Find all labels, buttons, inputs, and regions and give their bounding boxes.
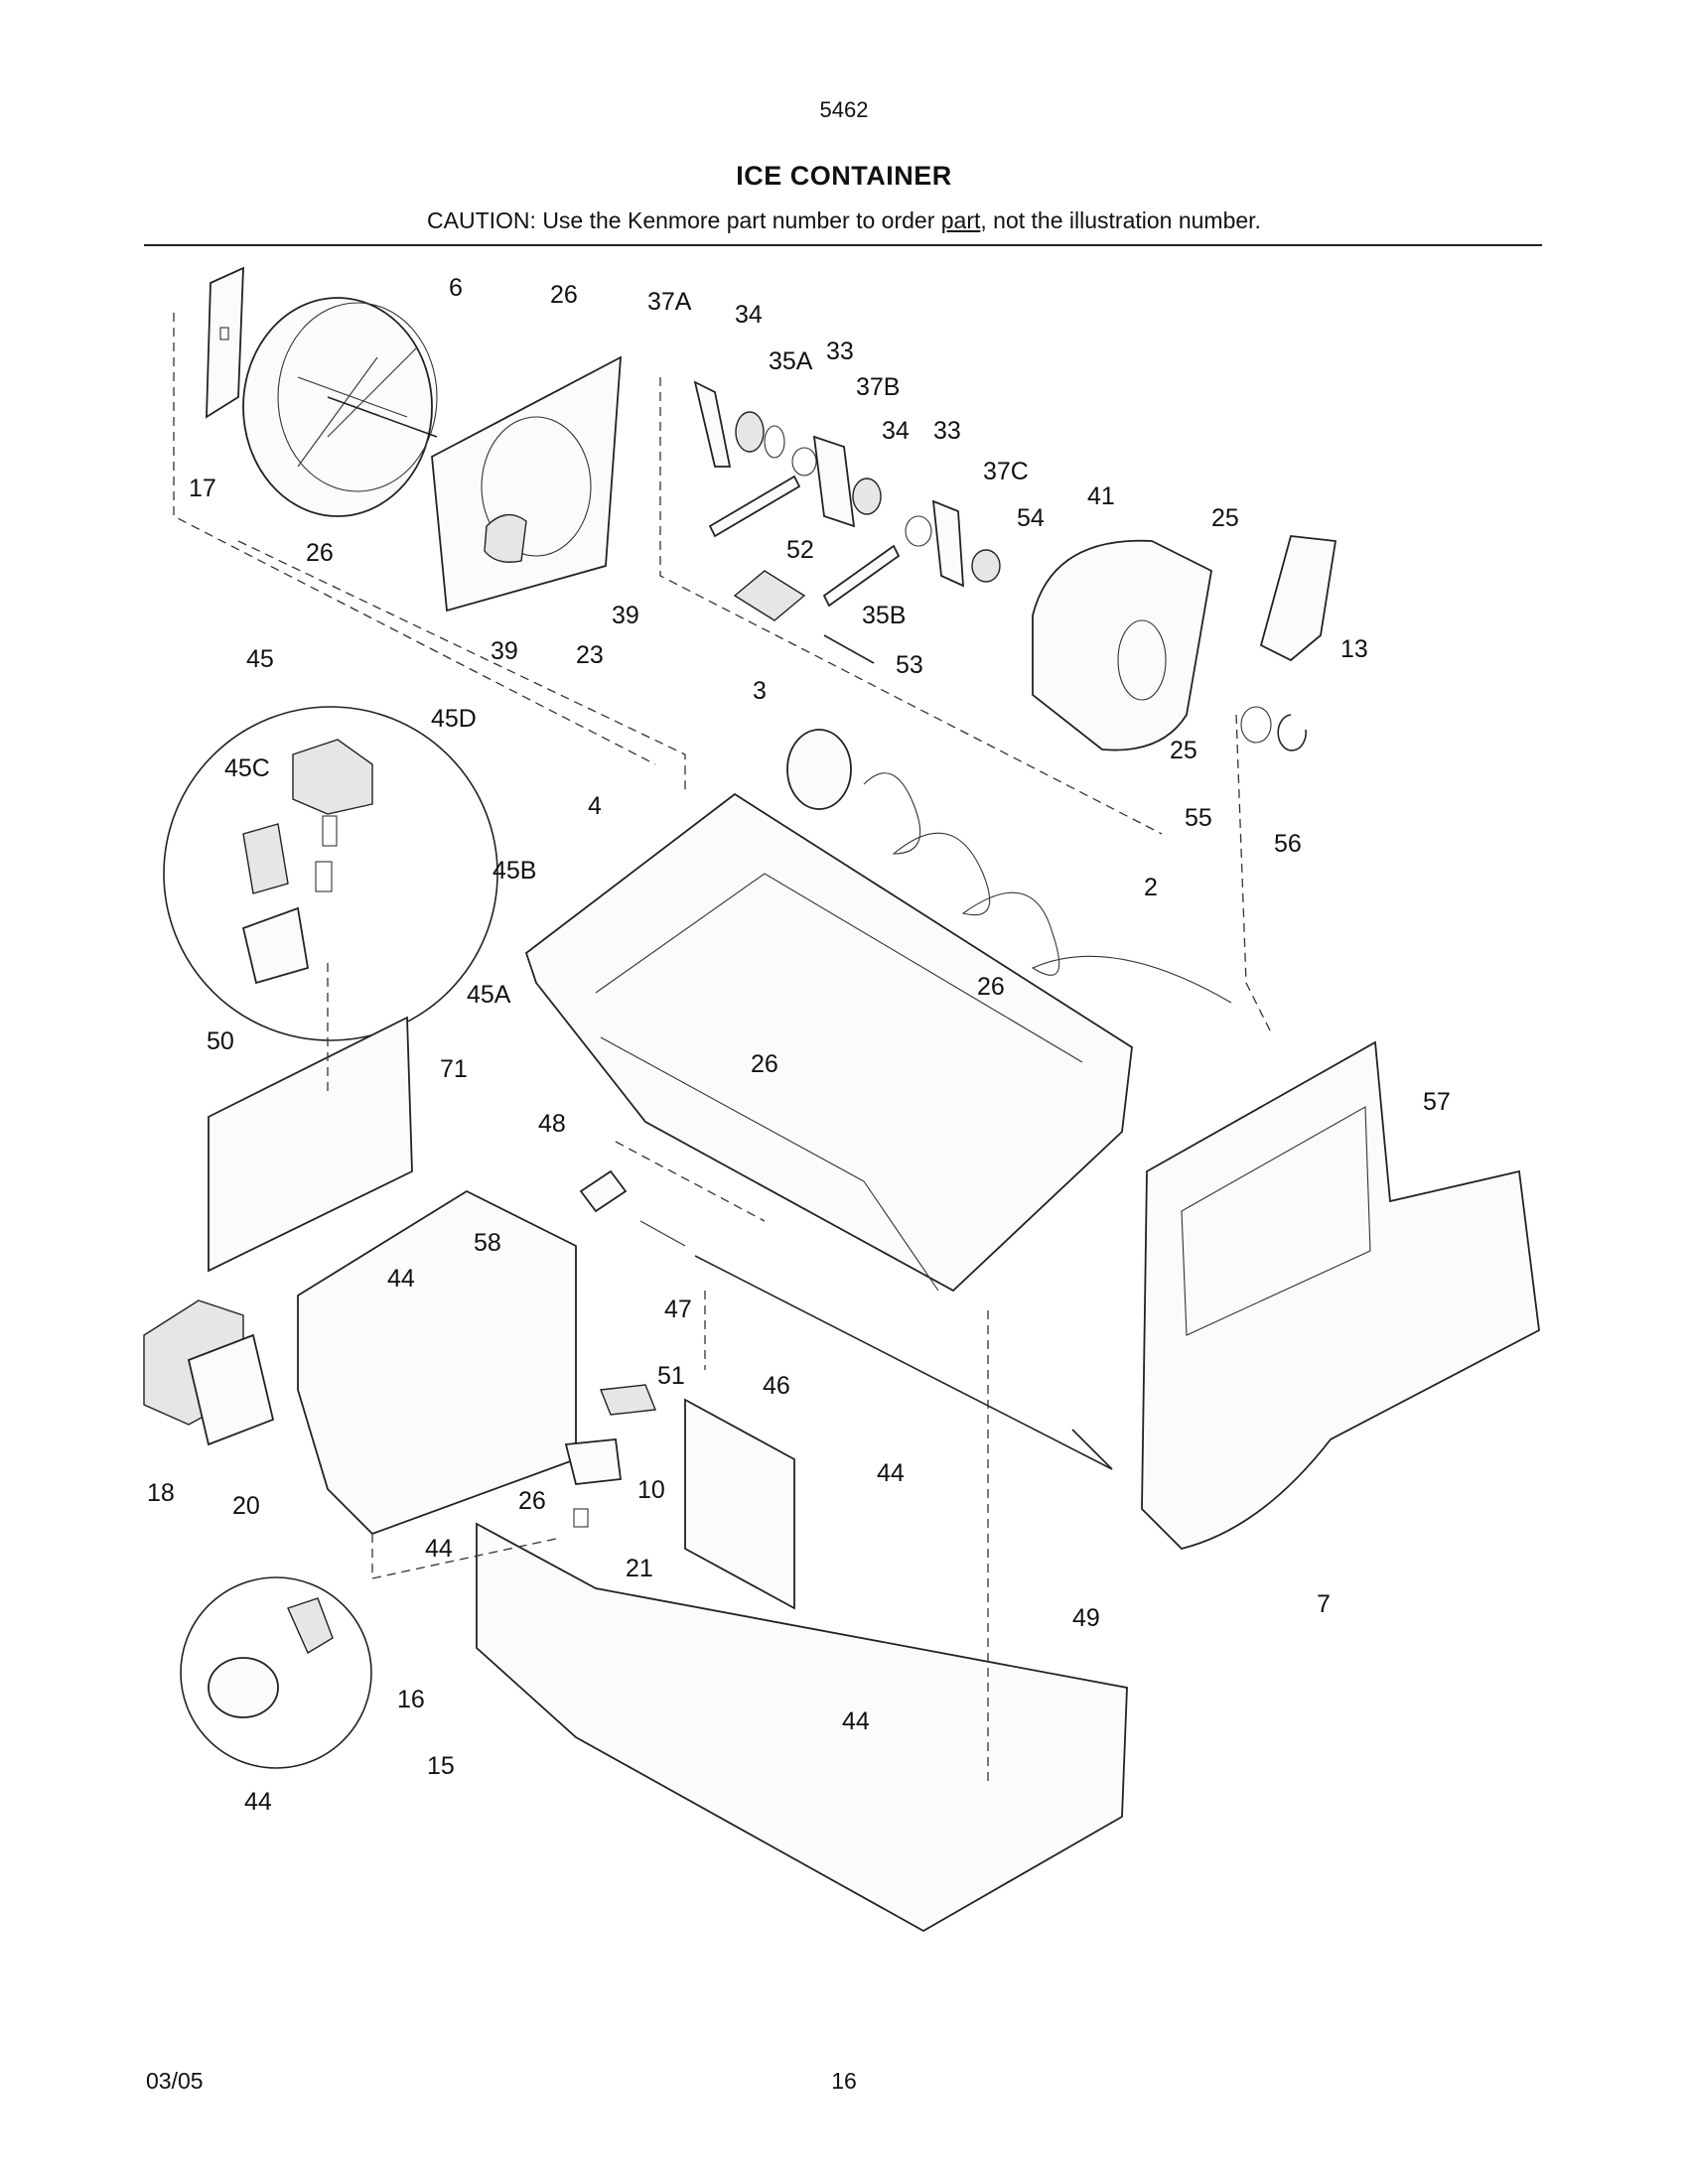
part-71-panel [208,1016,413,1273]
callout-37B: 37B [856,373,900,401]
callout-53: 53 [896,651,923,679]
callout-41: 41 [1087,482,1115,510]
page-code: 5462 [819,97,869,122]
callout-45D: 45D [431,705,477,733]
callout-51: 51 [657,1362,685,1390]
callout-26: 26 [518,1487,546,1515]
callout-18: 18 [147,1479,175,1507]
part-7-57-chute-door [1141,1040,1540,1550]
callout-49: 49 [1072,1604,1100,1632]
callout-26: 26 [751,1050,778,1078]
caution-text-start: CAUTION: Use the Kenmore part number to … [427,207,941,233]
callout-44: 44 [244,1788,272,1816]
callout-7: 7 [1317,1590,1331,1618]
part-2-3-auger-spring [786,729,1232,1004]
part-13-deflector [1259,535,1337,662]
callout-21: 21 [626,1555,653,1582]
callout-44: 44 [387,1265,415,1293]
callout-17: 17 [189,475,216,502]
callout-34: 34 [735,301,763,329]
part-small-fasteners [564,1169,686,1528]
part-23-mounting-plate [431,355,623,613]
part-17-label-sheet [206,266,244,419]
callout-26: 26 [306,539,334,567]
callout-44: 44 [842,1707,870,1735]
footer-date: 03/05 [146,2068,204,2094]
caution-text-underlined: part [940,207,981,233]
footer-page-number: 16 [831,2068,857,2094]
callout-45B: 45B [492,857,536,885]
part-6-auger-wheel [242,297,438,517]
callout-16: 16 [397,1686,425,1713]
caution-text-end: , not the illustration number. [980,207,1261,233]
callout-45C: 45C [224,754,270,782]
callout-10: 10 [637,1476,665,1504]
part-49-bottom-tray [476,1398,1128,1933]
callout-2: 2 [1144,874,1158,901]
callout-45: 45 [246,645,274,673]
callout-26: 26 [550,281,578,309]
callout-56: 56 [1274,830,1302,858]
part-45-solenoid-detail [163,706,498,1041]
part-15-16-lamp-detail [180,1576,372,1769]
callout-44: 44 [425,1535,453,1563]
callout-52: 52 [786,536,814,564]
callout-4: 4 [588,792,602,820]
callout-3: 3 [753,677,767,705]
callout-50: 50 [207,1027,234,1055]
callout-13: 13 [1340,635,1368,663]
callout-33: 33 [826,338,854,365]
callout-6: 6 [449,274,463,302]
callout-54: 54 [1017,504,1045,532]
callout-48: 48 [538,1110,566,1138]
callout-23: 23 [576,641,604,669]
callout-25: 25 [1211,504,1239,532]
callout-35B: 35B [862,602,906,629]
callout-39: 39 [491,637,518,665]
callout-47: 47 [664,1296,692,1323]
callout-25: 25 [1170,737,1197,764]
callout-37A: 37A [647,288,692,316]
callout-20: 20 [232,1492,260,1520]
part-37-crusher-blades [693,380,1001,608]
caution-note: CAUTION: Use the Kenmore part number to … [0,207,1688,234]
part-20-mounting-box [297,1189,577,1536]
assembly-guide-lines [173,313,1272,1787]
callout-33: 33 [933,417,961,445]
part-52-53-bracket-and-pin [733,570,875,664]
callout-34: 34 [882,417,910,445]
header-divider [144,244,1542,246]
callout-55: 55 [1185,804,1212,832]
callout-35A: 35A [769,347,813,375]
callout-39: 39 [612,602,639,629]
callout-15: 15 [427,1752,455,1780]
part-4-ice-bucket [524,792,1133,1293]
callout-37C: 37C [983,458,1029,485]
callout-26: 26 [977,973,1005,1001]
part-55-56-rings [1240,706,1307,751]
callout-46: 46 [763,1372,790,1400]
page-title: ICE CONTAINER [736,161,952,191]
callout-44: 44 [877,1459,905,1487]
callout-58: 58 [474,1229,501,1257]
callout-71: 71 [440,1055,468,1083]
part-46-rod [694,1255,1113,1470]
callout-45A: 45A [467,981,511,1009]
part-41-housing [1032,539,1213,751]
part-18-motor [143,1299,275,1446]
callout-57: 57 [1423,1088,1451,1116]
